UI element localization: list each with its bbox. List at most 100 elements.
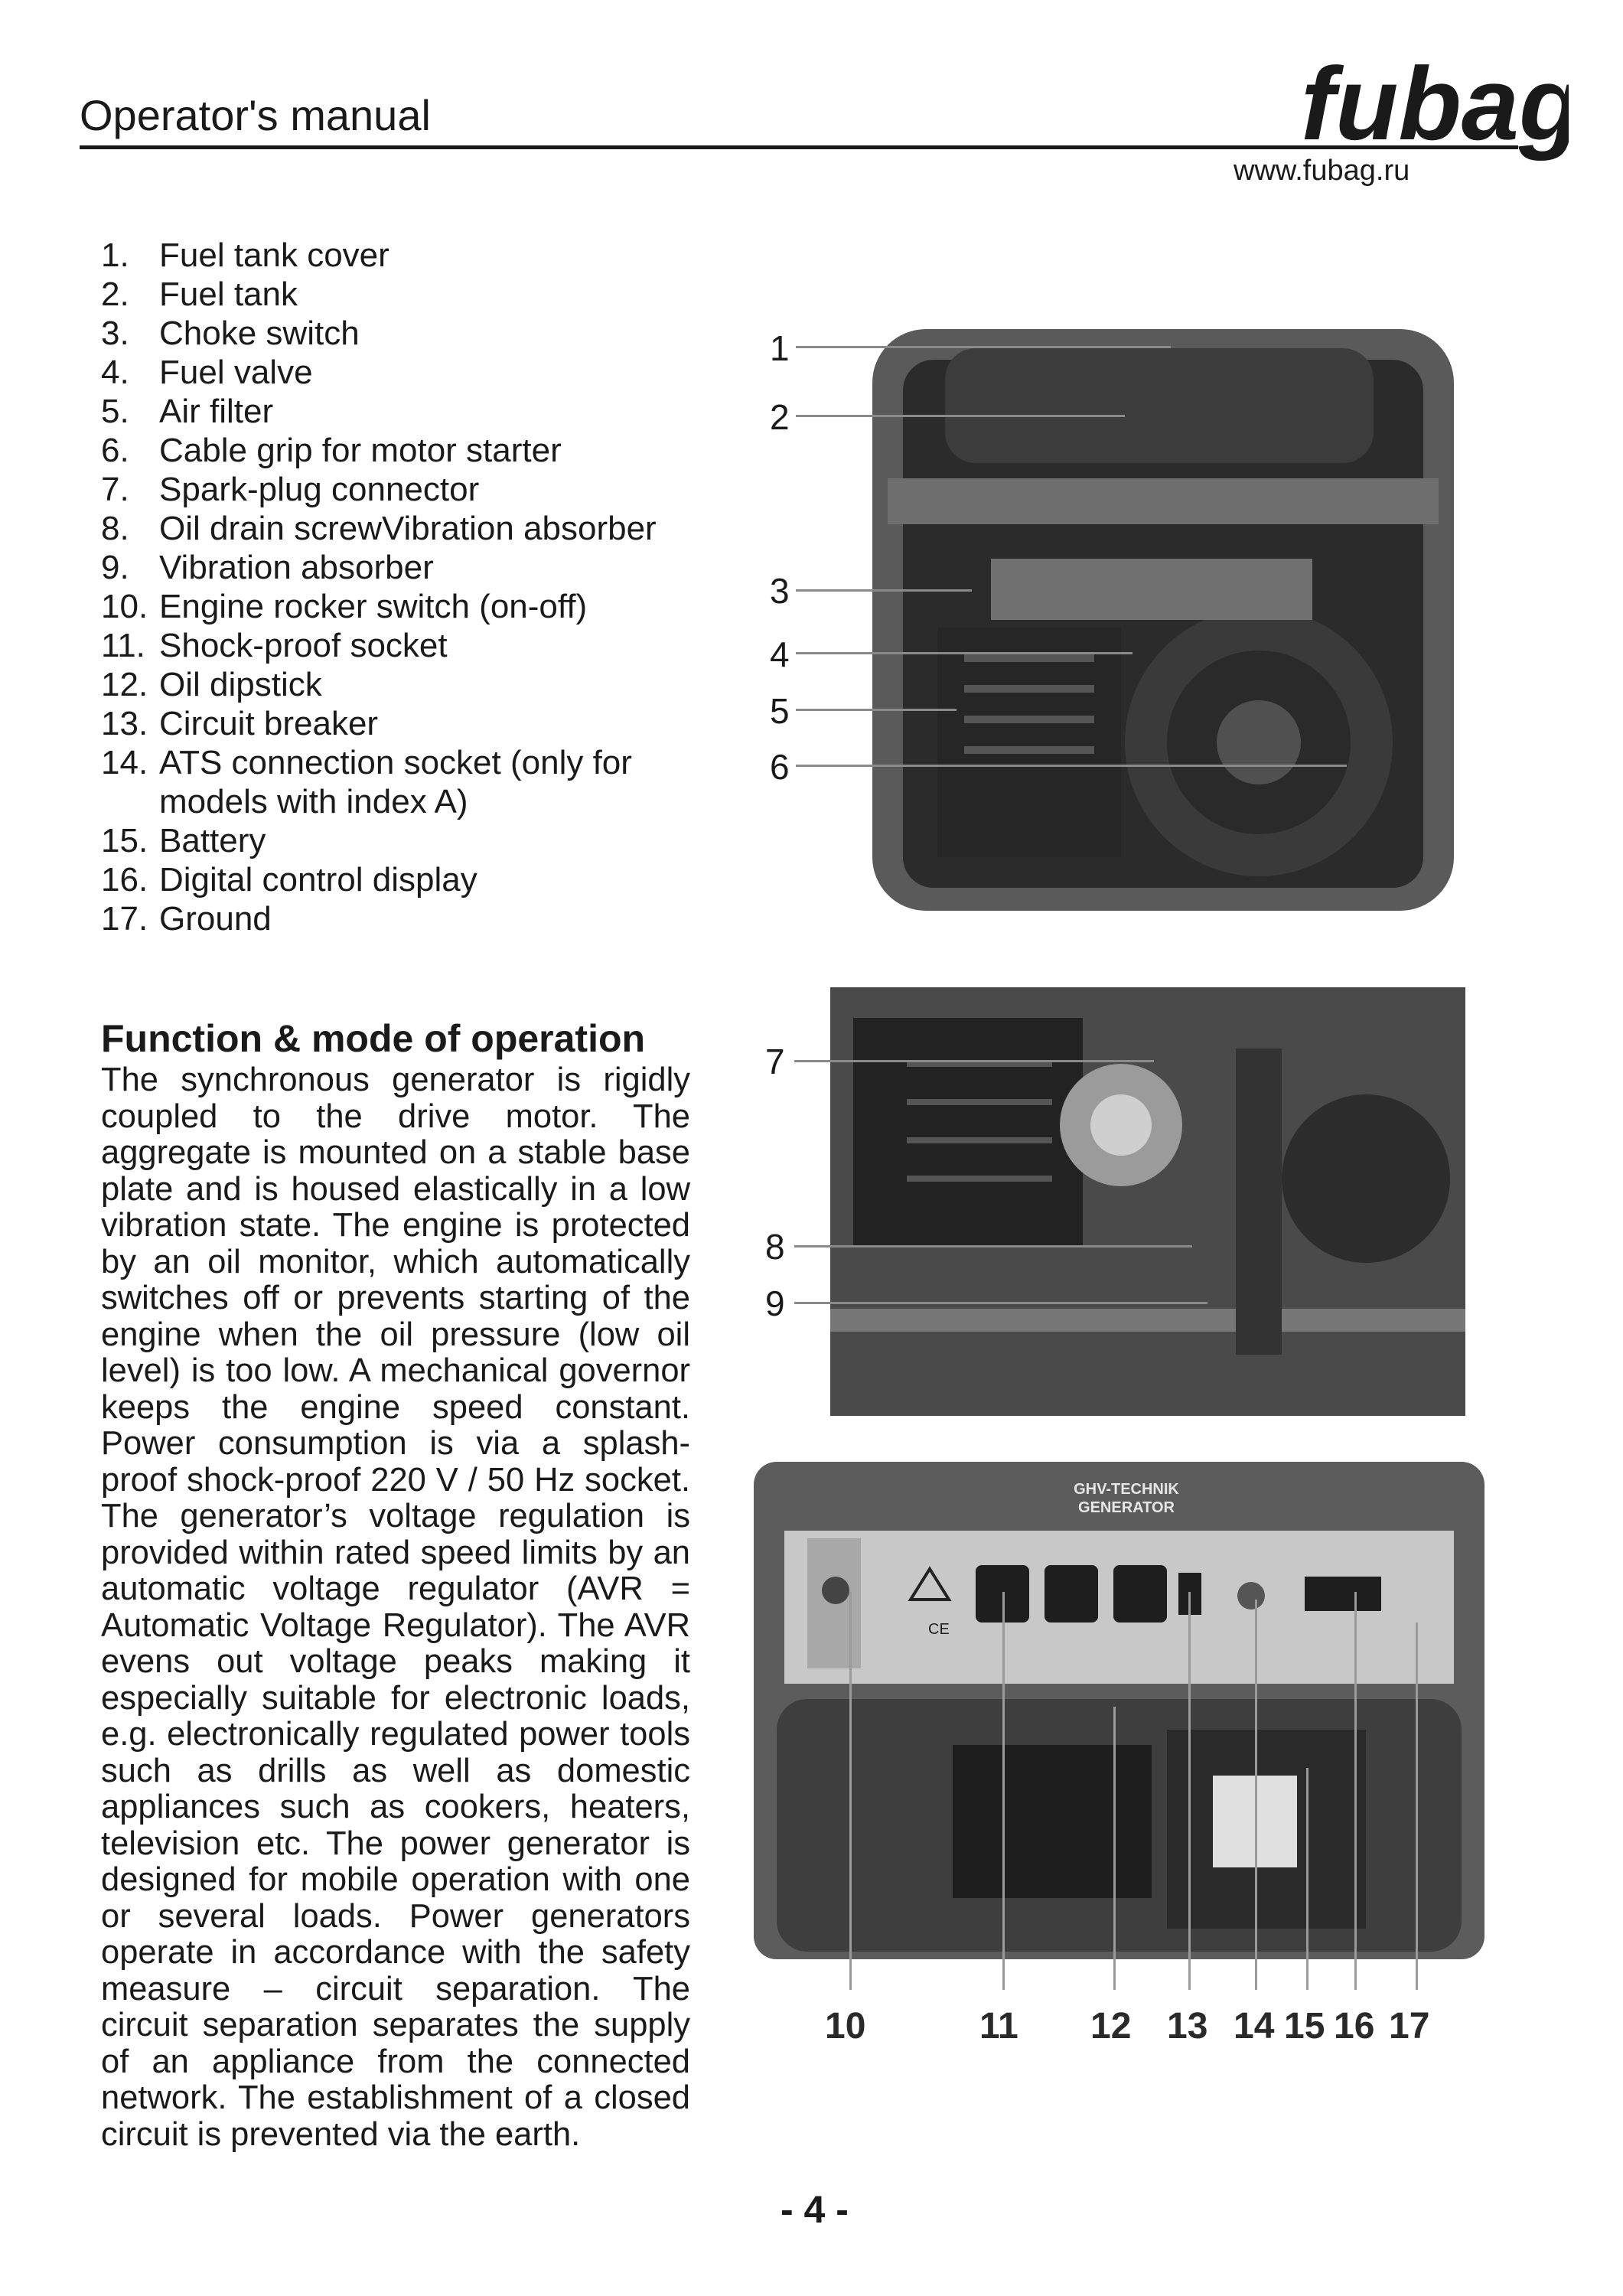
part-label: Cable grip for motor starter [159,432,562,469]
parts-list-item: 7. Spark-plug connector [101,470,713,509]
part-number: 17. [101,900,148,938]
parts-list-item: 1. Fuel tank cover [101,236,713,275]
part-number: 3. [101,315,129,352]
callout-9: 9 [765,1283,785,1323]
parts-list-item: 8. Oil drain screwVibration absorber [101,509,713,548]
part-number: 2. [101,276,129,313]
callout-14: 14 [1234,2006,1275,2047]
callout-11: 11 [979,2006,1018,2047]
panel-brand-text: GENERATOR [1078,1499,1175,1516]
callout-13: 13 [1167,2006,1208,2047]
website-url: www.fubag.ru [1234,155,1410,187]
section-body-text: The synchronous generator is rigidly cou… [101,1062,690,2153]
parts-list-item: 13. Circuit breaker [101,704,713,743]
leader-line [794,1245,1192,1247]
callout-12: 12 [1090,2006,1132,2047]
callout-5: 5 [770,691,790,731]
part-label: Oil drain screwVibration absorber [159,510,657,547]
part-label: Battery [159,822,266,859]
generator-front-photo [830,314,1484,918]
part-label: Shock-proof socket [159,627,448,664]
leader-line [1306,1768,1309,1990]
parts-list-item: 15. Battery [101,821,713,860]
part-label: Circuit breaker [159,705,379,742]
leader-line [1188,1592,1191,1990]
page-number: - 4 - [781,2188,849,2231]
leader-line [1354,1592,1357,1990]
part-label: Engine rocker switch (on-off) [159,588,588,625]
callout-17: 17 [1389,2006,1430,2047]
manual-title: Operator's manual [80,91,431,139]
parts-list-item: 12. Oil dipstick [101,665,713,704]
leader-line [796,415,1125,417]
callout-8: 8 [765,1227,785,1267]
generator-side-photo [830,987,1465,1416]
part-number: 12. [101,666,148,703]
leader-line [1002,1592,1005,1990]
part-number: 7. [101,471,129,508]
fubag-logo: fubag [1301,47,1569,161]
part-number: 8. [101,510,129,547]
part-label: ATS connection socket (only for models w… [159,744,632,820]
leader-line [796,765,1347,767]
ce-mark: CE [928,1621,950,1638]
part-number: 14. [101,744,148,781]
part-label: Digital control display [159,861,477,899]
part-label: Fuel tank [159,276,298,313]
parts-list-item: 16. Digital control display [101,860,713,899]
logo-text: fubag [1301,47,1569,161]
parts-list-item: 6. Cable grip for motor starter [101,431,713,470]
part-number: 6. [101,432,129,469]
part-label: Ground [159,900,272,938]
callout-7: 7 [765,1042,785,1081]
callout-16: 16 [1334,2006,1375,2047]
leader-line [1113,1707,1116,1990]
leader-line [796,709,957,711]
parts-list-item: 3. Choke switch [101,314,713,353]
part-label: Oil dipstick [159,666,322,703]
callout-4: 4 [770,634,790,674]
section-heading: Function & mode of operation [101,1017,646,1060]
part-label: Fuel valve [159,354,313,391]
part-label: Vibration absorber [159,549,434,586]
leader-line [796,346,1171,348]
part-label: Air filter [159,393,274,430]
leader-line [1416,1623,1418,1990]
part-label: Spark-plug connector [159,471,480,508]
part-number: 1. [101,236,129,274]
parts-list-item: 14. ATS connection socket (only for model… [101,743,713,821]
parts-list-item: 4. Fuel valve [101,353,713,392]
callout-3: 3 [770,571,790,611]
parts-list: 1. Fuel tank cover 2. Fuel tank 3. Choke swit… [101,236,713,938]
callout-2: 2 [770,397,790,437]
leader-line [796,652,1133,654]
parts-list-item: 9. Vibration absorber [101,548,713,587]
part-number: 10. [101,588,148,625]
leader-line [794,1060,1154,1062]
part-label: Choke switch [159,315,360,352]
part-number: 11. [101,627,145,664]
parts-list-item: 10. Engine rocker switch (on-off) [101,587,713,626]
callout-6: 6 [770,747,790,787]
part-number: 13. [101,705,148,742]
panel-brand-text: GHV-TECHNIK [1074,1481,1179,1498]
part-number: 16. [101,861,148,899]
callout-10: 10 [825,2006,866,2047]
leader-line [1255,1600,1257,1990]
leader-line [849,1592,852,1990]
part-label: Fuel tank cover [159,236,389,274]
parts-list-item: 11. Shock-proof socket [101,626,713,665]
generator-panel-photo: GHV-TECHNIK GENERATOR CE [754,1462,1484,1982]
parts-list-item: 17. Ground [101,899,713,938]
callout-1: 1 [770,328,790,368]
part-number: 5. [101,393,129,430]
callout-15: 15 [1284,2006,1325,2047]
parts-list-item: 2. Fuel tank [101,275,713,314]
leader-line [796,589,972,592]
part-number: 15. [101,822,148,859]
part-number: 4. [101,354,129,391]
leader-line [794,1302,1207,1304]
parts-list-item: 5. Air filter [101,392,713,431]
part-number: 9. [101,549,129,586]
header-rule [80,145,1518,149]
